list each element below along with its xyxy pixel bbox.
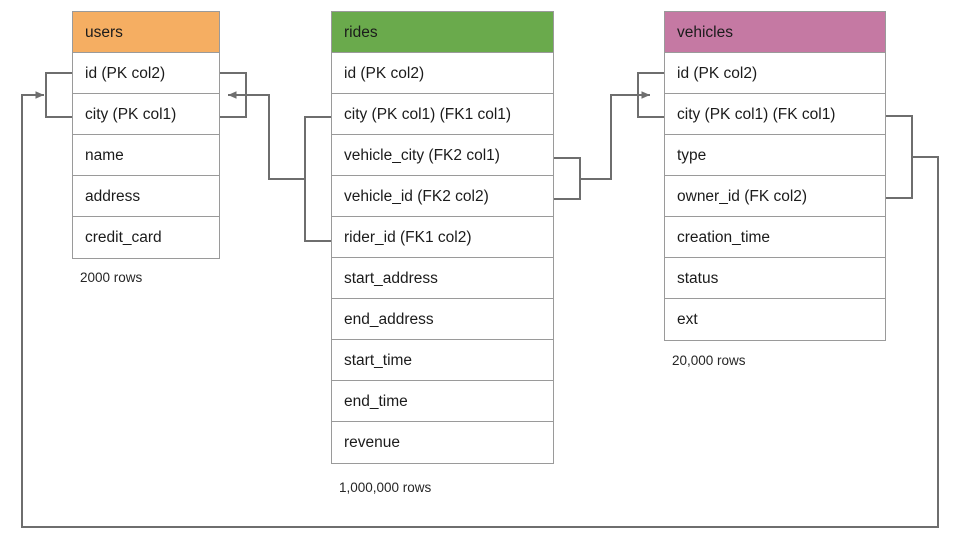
fk3-connector xyxy=(21,91,939,528)
entity-vehicles-field-ext[interactable]: ext xyxy=(665,299,885,340)
fk2-connector xyxy=(580,91,650,180)
entity-vehicles-field-type[interactable]: type xyxy=(665,135,885,176)
entity-rides-field-vehicle-id[interactable]: vehicle_id (FK2 col2) xyxy=(332,176,553,217)
entity-rides-field-start-address[interactable]: start_address xyxy=(332,258,553,299)
entity-vehicles-field-owner-id[interactable]: owner_id (FK col2) xyxy=(665,176,885,217)
entity-users-field-address[interactable]: address xyxy=(73,176,219,217)
entity-rides-field-vehicle-city[interactable]: vehicle_city (FK2 col1) xyxy=(332,135,553,176)
entity-rides-row-count: 1,000,000 rows xyxy=(339,480,432,495)
entity-rides-field-rider-id[interactable]: rider_id (FK1 col2) xyxy=(332,217,553,258)
entity-rides-field-city[interactable]: city (PK col1) (FK1 col1) xyxy=(332,94,553,135)
entity-users-field-id[interactable]: id (PK col2) xyxy=(73,53,219,94)
entity-users-field-credit-card[interactable]: credit_card xyxy=(73,217,219,258)
entity-users-field-city[interactable]: city (PK col1) xyxy=(73,94,219,135)
entity-rides-field-end-address[interactable]: end_address xyxy=(332,299,553,340)
fk2-rides-bracket xyxy=(554,157,581,200)
entity-rides-field-id[interactable]: id (PK col2) xyxy=(332,53,553,94)
entity-rides-field-end-time[interactable]: end_time xyxy=(332,381,553,422)
entity-users-field-name[interactable]: name xyxy=(73,135,219,176)
entity-vehicles-row-count: 20,000 rows xyxy=(672,353,746,368)
entity-vehicles-field-city[interactable]: city (PK col1) (FK col1) xyxy=(665,94,885,135)
entity-rides-field-revenue[interactable]: revenue xyxy=(332,422,553,463)
entity-users-header: users xyxy=(73,12,219,53)
entity-rides-field-start-time[interactable]: start_time xyxy=(332,340,553,381)
entity-users[interactable]: users id (PK col2) city (PK col1) name a… xyxy=(72,11,220,259)
entity-rides[interactable]: rides id (PK col2) city (PK col1) (FK1 c… xyxy=(331,11,554,464)
fk1-rides-bracket xyxy=(304,116,331,242)
fk1-users-bracket xyxy=(220,72,247,118)
fk3-vehicles-bracket xyxy=(886,115,913,199)
entity-rides-header: rides xyxy=(332,12,553,53)
fk1-connector xyxy=(228,91,305,180)
entity-vehicles[interactable]: vehicles id (PK col2) city (PK col1) (FK… xyxy=(664,11,886,341)
entity-vehicles-field-status[interactable]: status xyxy=(665,258,885,299)
entity-users-row-count: 2000 rows xyxy=(80,270,143,285)
fk3-users-bracket xyxy=(45,72,72,118)
entity-vehicles-field-id[interactable]: id (PK col2) xyxy=(665,53,885,94)
entity-vehicles-field-creation-time[interactable]: creation_time xyxy=(665,217,885,258)
entity-vehicles-header: vehicles xyxy=(665,12,885,53)
fk2-vehicles-bracket xyxy=(637,72,664,118)
